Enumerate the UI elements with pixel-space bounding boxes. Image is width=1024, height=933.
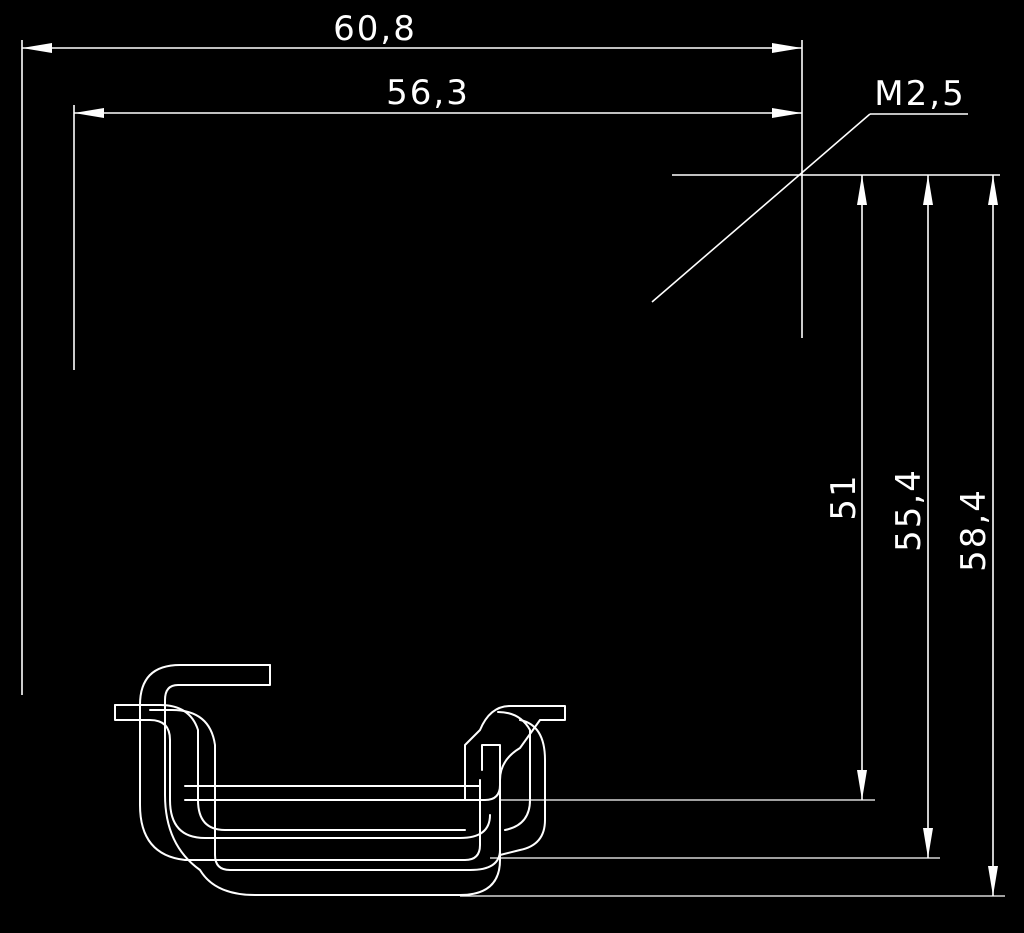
dimension-height-small: [500, 175, 875, 801]
dimension-label-inner-width: 56,3: [386, 73, 470, 113]
thread-label: M2,5: [874, 74, 965, 114]
thread-callout-leader: [651, 113, 1000, 303]
dimension-label-overall-width: 60,8: [333, 9, 417, 49]
dimension-label-height-mid: 55,4: [889, 468, 929, 552]
rail-profile: [114, 664, 566, 896]
dimension-label-height-large: 58,4: [954, 488, 994, 572]
dimension-label-height-small: 51: [824, 473, 864, 520]
dimension-inner-width: [73, 105, 802, 370]
dimension-height-large: [460, 175, 1005, 897]
dimension-overall-width: [21, 40, 803, 695]
dimension-height-mid: [490, 175, 940, 859]
